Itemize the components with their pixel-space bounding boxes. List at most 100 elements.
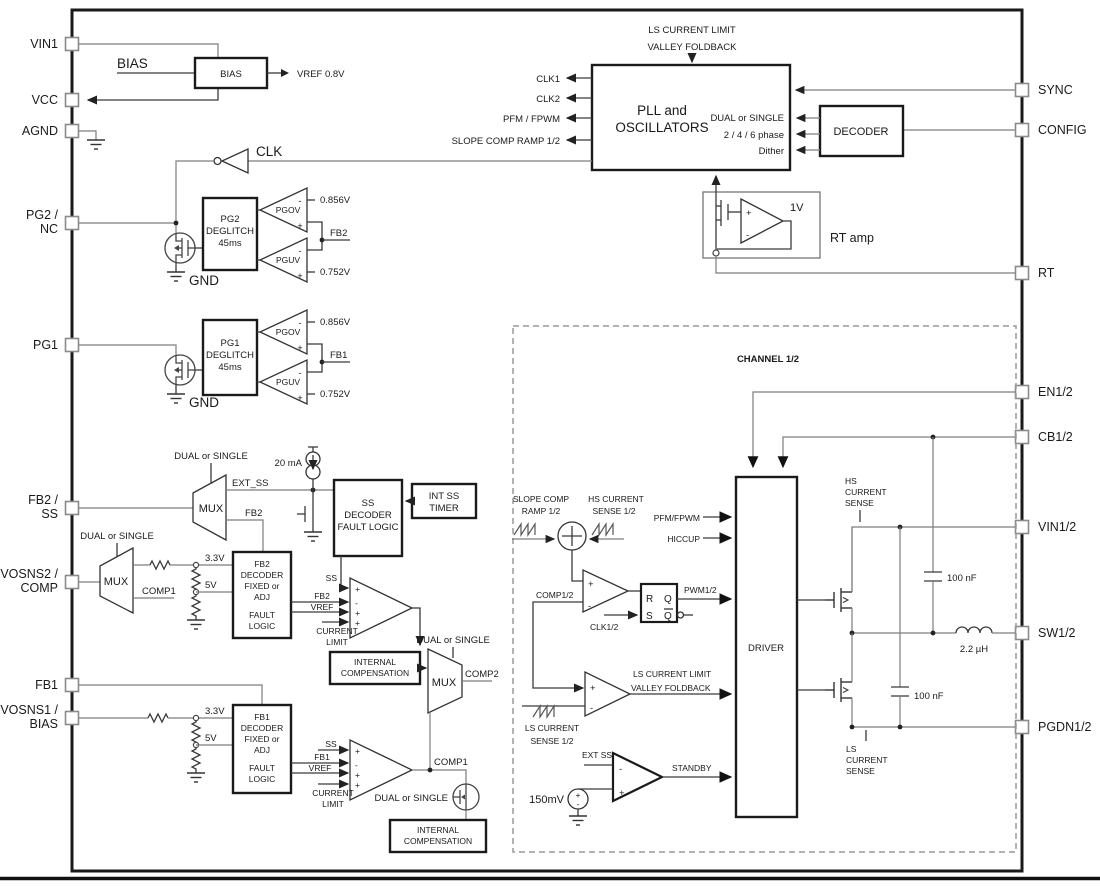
- plus-sign: +: [619, 788, 625, 799]
- ext-ss-label: EXT_SS: [232, 478, 268, 489]
- pin-label: CONFIG: [1038, 123, 1087, 137]
- pin-cb12: [1014, 429, 1030, 445]
- divider1-ground-icon: [186, 772, 206, 783]
- pin-vosns2-comp: [64, 574, 80, 590]
- pll-in2: 2 / 4 / 6 phase: [724, 130, 784, 141]
- minus-sign: -: [619, 764, 622, 775]
- pin-pgdn12: [1014, 719, 1030, 735]
- inductor-value: 2.2 µH: [960, 644, 988, 655]
- fb1-decoder-block: [231, 703, 293, 795]
- ls-limit-comparator-icon: [584, 670, 632, 718]
- fb1dec-l5: FAULT: [249, 763, 275, 773]
- ss-mux-icon: [192, 473, 227, 542]
- fb1-section: 3.3V 5V FB1 DECODER FIXED or ADJ FAULT L…: [79, 684, 488, 854]
- ss-mux-section: MUX DUAL or SINGLE EXT_SS 20 mA FB2 SS D…: [79, 446, 478, 593]
- ss-mux-fb2-label: FB2: [245, 508, 262, 519]
- pll-name1: PLL and: [637, 103, 687, 118]
- minus-sign: -: [298, 246, 301, 257]
- standby-label: STANDBY: [672, 763, 712, 773]
- pin-vin1: [64, 36, 80, 52]
- pwm12-label: PWM1/2: [684, 585, 717, 595]
- fb2dec-l1: FB2: [254, 559, 270, 569]
- driver-block: [734, 475, 799, 819]
- cb-cap-label: 100 nF: [947, 573, 977, 584]
- pin-pg1: [64, 337, 80, 353]
- plus-sign: +: [355, 618, 360, 628]
- pin-label: PG2 /: [26, 208, 58, 222]
- pin-label: COMP: [21, 581, 59, 595]
- comp-mux-ctrl: DUAL or SINGLE: [416, 635, 490, 646]
- hs-fet-icon: [824, 587, 853, 613]
- decoder-label: DECODER: [833, 126, 888, 138]
- qbar-bubble-icon: [676, 611, 685, 619]
- standby-ground-icon: [568, 815, 588, 826]
- pll-out-clk2: CLK2: [536, 94, 560, 105]
- v5-label: 5V: [205, 580, 217, 591]
- rs-latch-block: [639, 582, 679, 624]
- resistor-icon: [147, 712, 169, 724]
- fb2dec-l2: DECODER: [241, 570, 284, 580]
- vosns2-comp1-label: COMP1: [142, 586, 176, 597]
- minus-sign: -: [298, 368, 301, 379]
- pin-label: EN1/2: [1038, 385, 1073, 399]
- hiccup-label: HICCUP: [667, 534, 700, 544]
- ic2-l2: COMPENSATION: [341, 668, 409, 678]
- pll-in3: Dither: [759, 146, 784, 157]
- pin-label: BIAS: [30, 717, 59, 731]
- ssdec-l2: DECODER: [344, 510, 392, 521]
- minus-sign: -: [298, 196, 301, 207]
- fb1dec-l2: DECODER: [241, 723, 284, 733]
- inductor-icon: [955, 626, 993, 634]
- minus-sign: -: [746, 230, 749, 241]
- pin-label: SS: [41, 507, 58, 521]
- ls-cap-label: 100 nF: [914, 691, 944, 702]
- ea1-ss-label: SS: [325, 739, 337, 749]
- intss-l1: INT SS: [429, 491, 459, 502]
- pin-label: VOSNS1 /: [0, 703, 58, 717]
- bias-block-label: BIAS: [220, 69, 242, 80]
- pin-sw12: [1014, 625, 1030, 641]
- comp2-label: COMP2: [465, 669, 499, 680]
- minus-sign: -: [577, 799, 580, 809]
- latch-q: Q: [664, 594, 672, 605]
- fb2dec-l6: LOGIC: [249, 621, 275, 631]
- ssdec-l3: FAULT LOGIC: [338, 522, 399, 533]
- pll-out-slope: SLOPE COMP RAMP 1/2: [452, 136, 560, 147]
- plus-sign: +: [588, 579, 594, 590]
- clk-label: CLK: [256, 144, 282, 159]
- pin-config: [1014, 122, 1030, 138]
- ss-decoder-block: [332, 478, 404, 558]
- vref-label: VREF 0.8V: [297, 69, 345, 80]
- pg2-fet-icon: [164, 232, 196, 264]
- comp-fet-ctrl-label: DUAL or SINGLE: [374, 793, 448, 804]
- comp12-label: COMP1/2: [536, 590, 574, 600]
- pll-name2: OSCILLATORS: [615, 120, 708, 135]
- pg2-b1: PG2: [220, 214, 239, 225]
- fb2dec-l4: ADJ: [254, 592, 270, 602]
- pg1-fb1-label: FB1: [330, 350, 347, 361]
- plus-sign: +: [576, 790, 581, 800]
- hs-sense-tag1: HS: [845, 476, 857, 486]
- comp-mux-icon: [427, 647, 463, 715]
- minus-sign: -: [298, 318, 301, 329]
- pg1-pgov-comparator-icon: [258, 308, 308, 356]
- pg1-gnd-label: GND: [189, 395, 219, 410]
- error-amp2-icon: [349, 576, 414, 640]
- pwm-comparator-icon: [582, 568, 630, 614]
- hs-sense-label2: SENSE 1/2: [593, 506, 636, 516]
- resistor-icon: [149, 559, 171, 571]
- hs-sense-label1: HS CURRENT: [588, 494, 644, 504]
- minus-sign: -: [588, 601, 591, 612]
- pin-agnd: [64, 123, 80, 139]
- pin-sync: [1014, 82, 1030, 98]
- driver-label: DRIVER: [748, 643, 784, 654]
- ls-limit-label2: VALLEY FOLDBACK: [631, 683, 711, 693]
- pg2-deglitch-block: [201, 196, 259, 272]
- channel-title: CHANNEL 1/2: [737, 354, 799, 365]
- pin-en12: [1014, 384, 1030, 400]
- ea1-vref-label: VREF: [309, 763, 332, 773]
- pll-top-label2: VALLEY FOLDBACK: [648, 42, 738, 53]
- slope-comp-label2: RAMP 1/2: [522, 506, 561, 516]
- pg1-pguv-comparator-icon: [258, 358, 308, 406]
